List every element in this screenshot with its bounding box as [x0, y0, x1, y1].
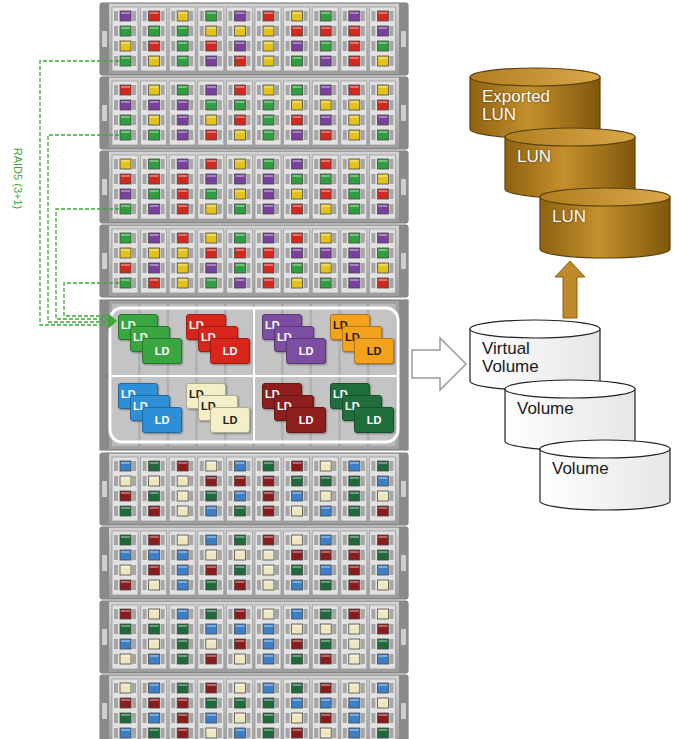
- block-arrow: [555, 261, 585, 318]
- logical-disk: LD: [354, 407, 394, 433]
- volume-label: Exported LUN: [482, 88, 558, 124]
- lun-cylinder: LUN: [540, 188, 670, 258]
- virtual-volume-cylinder: Volume: [505, 380, 635, 450]
- logical-disk-label: LD: [367, 408, 382, 432]
- logical-disk-label: LD: [299, 408, 314, 432]
- drive-enclosure: [100, 453, 408, 525]
- virtual-volume-cylinder: Volume: [540, 440, 670, 510]
- volume-label: Volume: [552, 460, 628, 478]
- volume-label: LUN: [552, 208, 628, 226]
- drive-enclosure: [100, 77, 408, 149]
- drive-enclosure: [100, 601, 408, 673]
- drive-enclosure: [100, 151, 408, 223]
- logical-disk-label: LD: [155, 339, 170, 363]
- volume-label: Volume: [517, 400, 593, 418]
- drive-enclosure: [100, 225, 408, 297]
- volume-label: LUN: [517, 148, 593, 166]
- logical-disk: LD: [210, 338, 250, 364]
- logical-disk: LD: [286, 338, 326, 364]
- lun-cylinder: LUN: [505, 128, 635, 198]
- lun-cylinder: Exported LUN: [470, 68, 600, 138]
- drive-enclosure: [100, 527, 408, 599]
- logical-disk-label: LD: [367, 339, 382, 363]
- logical-disk: LD: [286, 407, 326, 433]
- drive-enclosure: [100, 3, 408, 75]
- logical-disk: LD: [354, 338, 394, 364]
- virtual-volume-cylinder: Virtual Volume: [470, 320, 600, 390]
- raid-member-lines: [40, 61, 119, 329]
- logical-disk-label: LD: [299, 339, 314, 363]
- logical-disk: LD: [210, 407, 250, 433]
- logical-disk-label: LD: [223, 339, 238, 363]
- logical-disk-label: LD: [223, 408, 238, 432]
- drive-enclosure: [100, 675, 408, 739]
- raid-label: RAID5 (3+1): [12, 147, 25, 208]
- white-block-arrow: [412, 338, 466, 390]
- logical-disk-label: LD: [155, 408, 170, 432]
- volume-label: Virtual Volume: [482, 340, 558, 376]
- logical-disk: LD: [142, 338, 182, 364]
- logical-disk: LD: [142, 407, 182, 433]
- logical-disk-panel: [100, 300, 408, 450]
